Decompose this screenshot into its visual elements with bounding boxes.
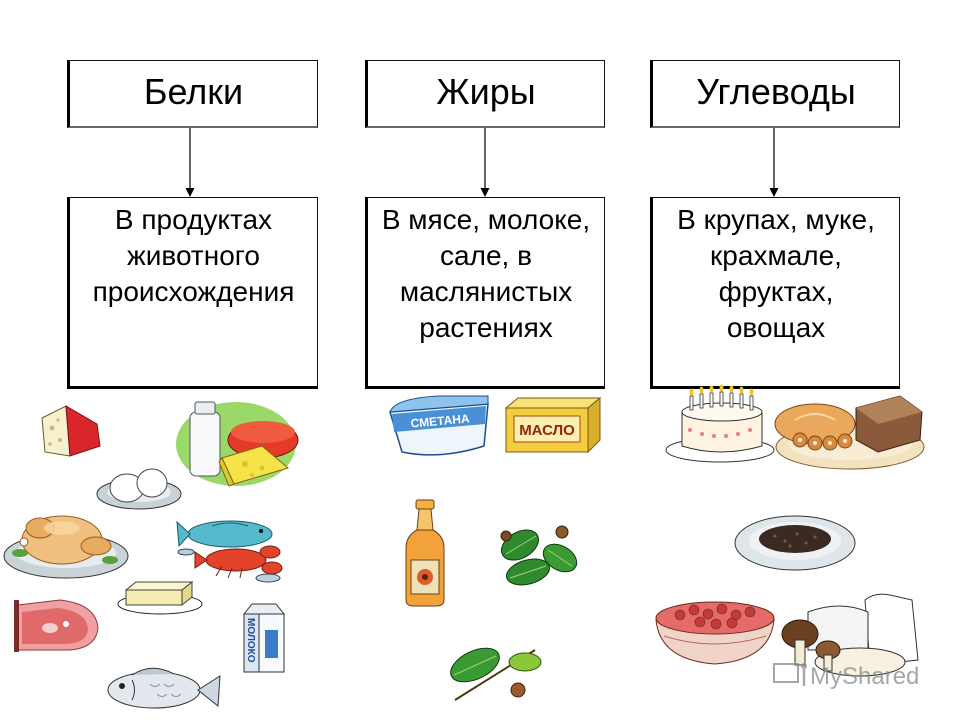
description-line: В продуктах [114, 204, 273, 235]
header-box-carbohydrates: Углеводы [650, 60, 900, 128]
description-line: фруктах, [718, 276, 834, 307]
watermark: MyShared [773, 663, 919, 690]
hazelnut-branch-icon [500, 525, 578, 586]
arrow-down-icon [185, 128, 195, 197]
roast-chicken-icon [3, 515, 129, 579]
header-title: Углеводы [696, 70, 856, 112]
fish-icon [107, 667, 221, 709]
hazelnut-leaf-icon [450, 647, 542, 701]
milk-label: МОЛОКО [245, 618, 256, 663]
description-box-fats: В мясе, молоке, сале, в маслянистых раст… [365, 197, 605, 389]
description-line: В крупах, муке, [677, 204, 875, 235]
cheese-wedge-icon [41, 405, 101, 457]
berry-bowl-icon [655, 601, 775, 665]
description-line: крахмале, [710, 240, 842, 271]
description-line: животного [127, 240, 260, 271]
header-box-proteins: Белки [67, 60, 318, 128]
buckwheat-plate-icon [734, 515, 856, 571]
ham-icon [14, 599, 99, 652]
description-box-proteins: В продуктах животного происхождения [67, 197, 318, 389]
sour-cream-tub-icon: СМЕТАНА [389, 395, 489, 456]
butter-dish-icon [117, 580, 203, 615]
myshared-logo-icon [773, 663, 807, 686]
description-line: сале, в [440, 240, 532, 271]
description-line: растениях [419, 312, 553, 343]
description-box-carbohydrates: В крупах, муке, крахмале, фруктах, овоща… [650, 197, 900, 389]
arrow-down-icon [769, 128, 779, 197]
sour-cream-label: СМЕТАНА [410, 411, 470, 430]
watermark-text: MyShared [810, 663, 919, 690]
milk-carton-icon: МОЛОКО [242, 603, 286, 673]
header-box-fats: Жиры [365, 60, 605, 128]
milk-and-cheese-icon [176, 401, 299, 487]
birthday-cake-icon [665, 384, 775, 463]
description-line: овощах [726, 312, 826, 343]
description-line: происхождения [92, 276, 295, 307]
butter-package-icon: МАСЛО [504, 396, 602, 454]
flour-and-mushrooms-icon [781, 593, 919, 677]
butter-label: МАСЛО [519, 422, 575, 439]
eggs-on-plate-icon [96, 468, 182, 510]
fish-and-crayfish-icon [176, 520, 283, 583]
arrow-down-icon [480, 128, 490, 197]
header-title: Белки [143, 70, 244, 112]
oil-bottle-icon [405, 499, 445, 607]
description-line: В мясе, молоке, [381, 204, 591, 235]
description-line: маслянистых [399, 276, 573, 307]
header-title: Жиры [436, 70, 536, 112]
bread-plate-icon [774, 395, 925, 470]
